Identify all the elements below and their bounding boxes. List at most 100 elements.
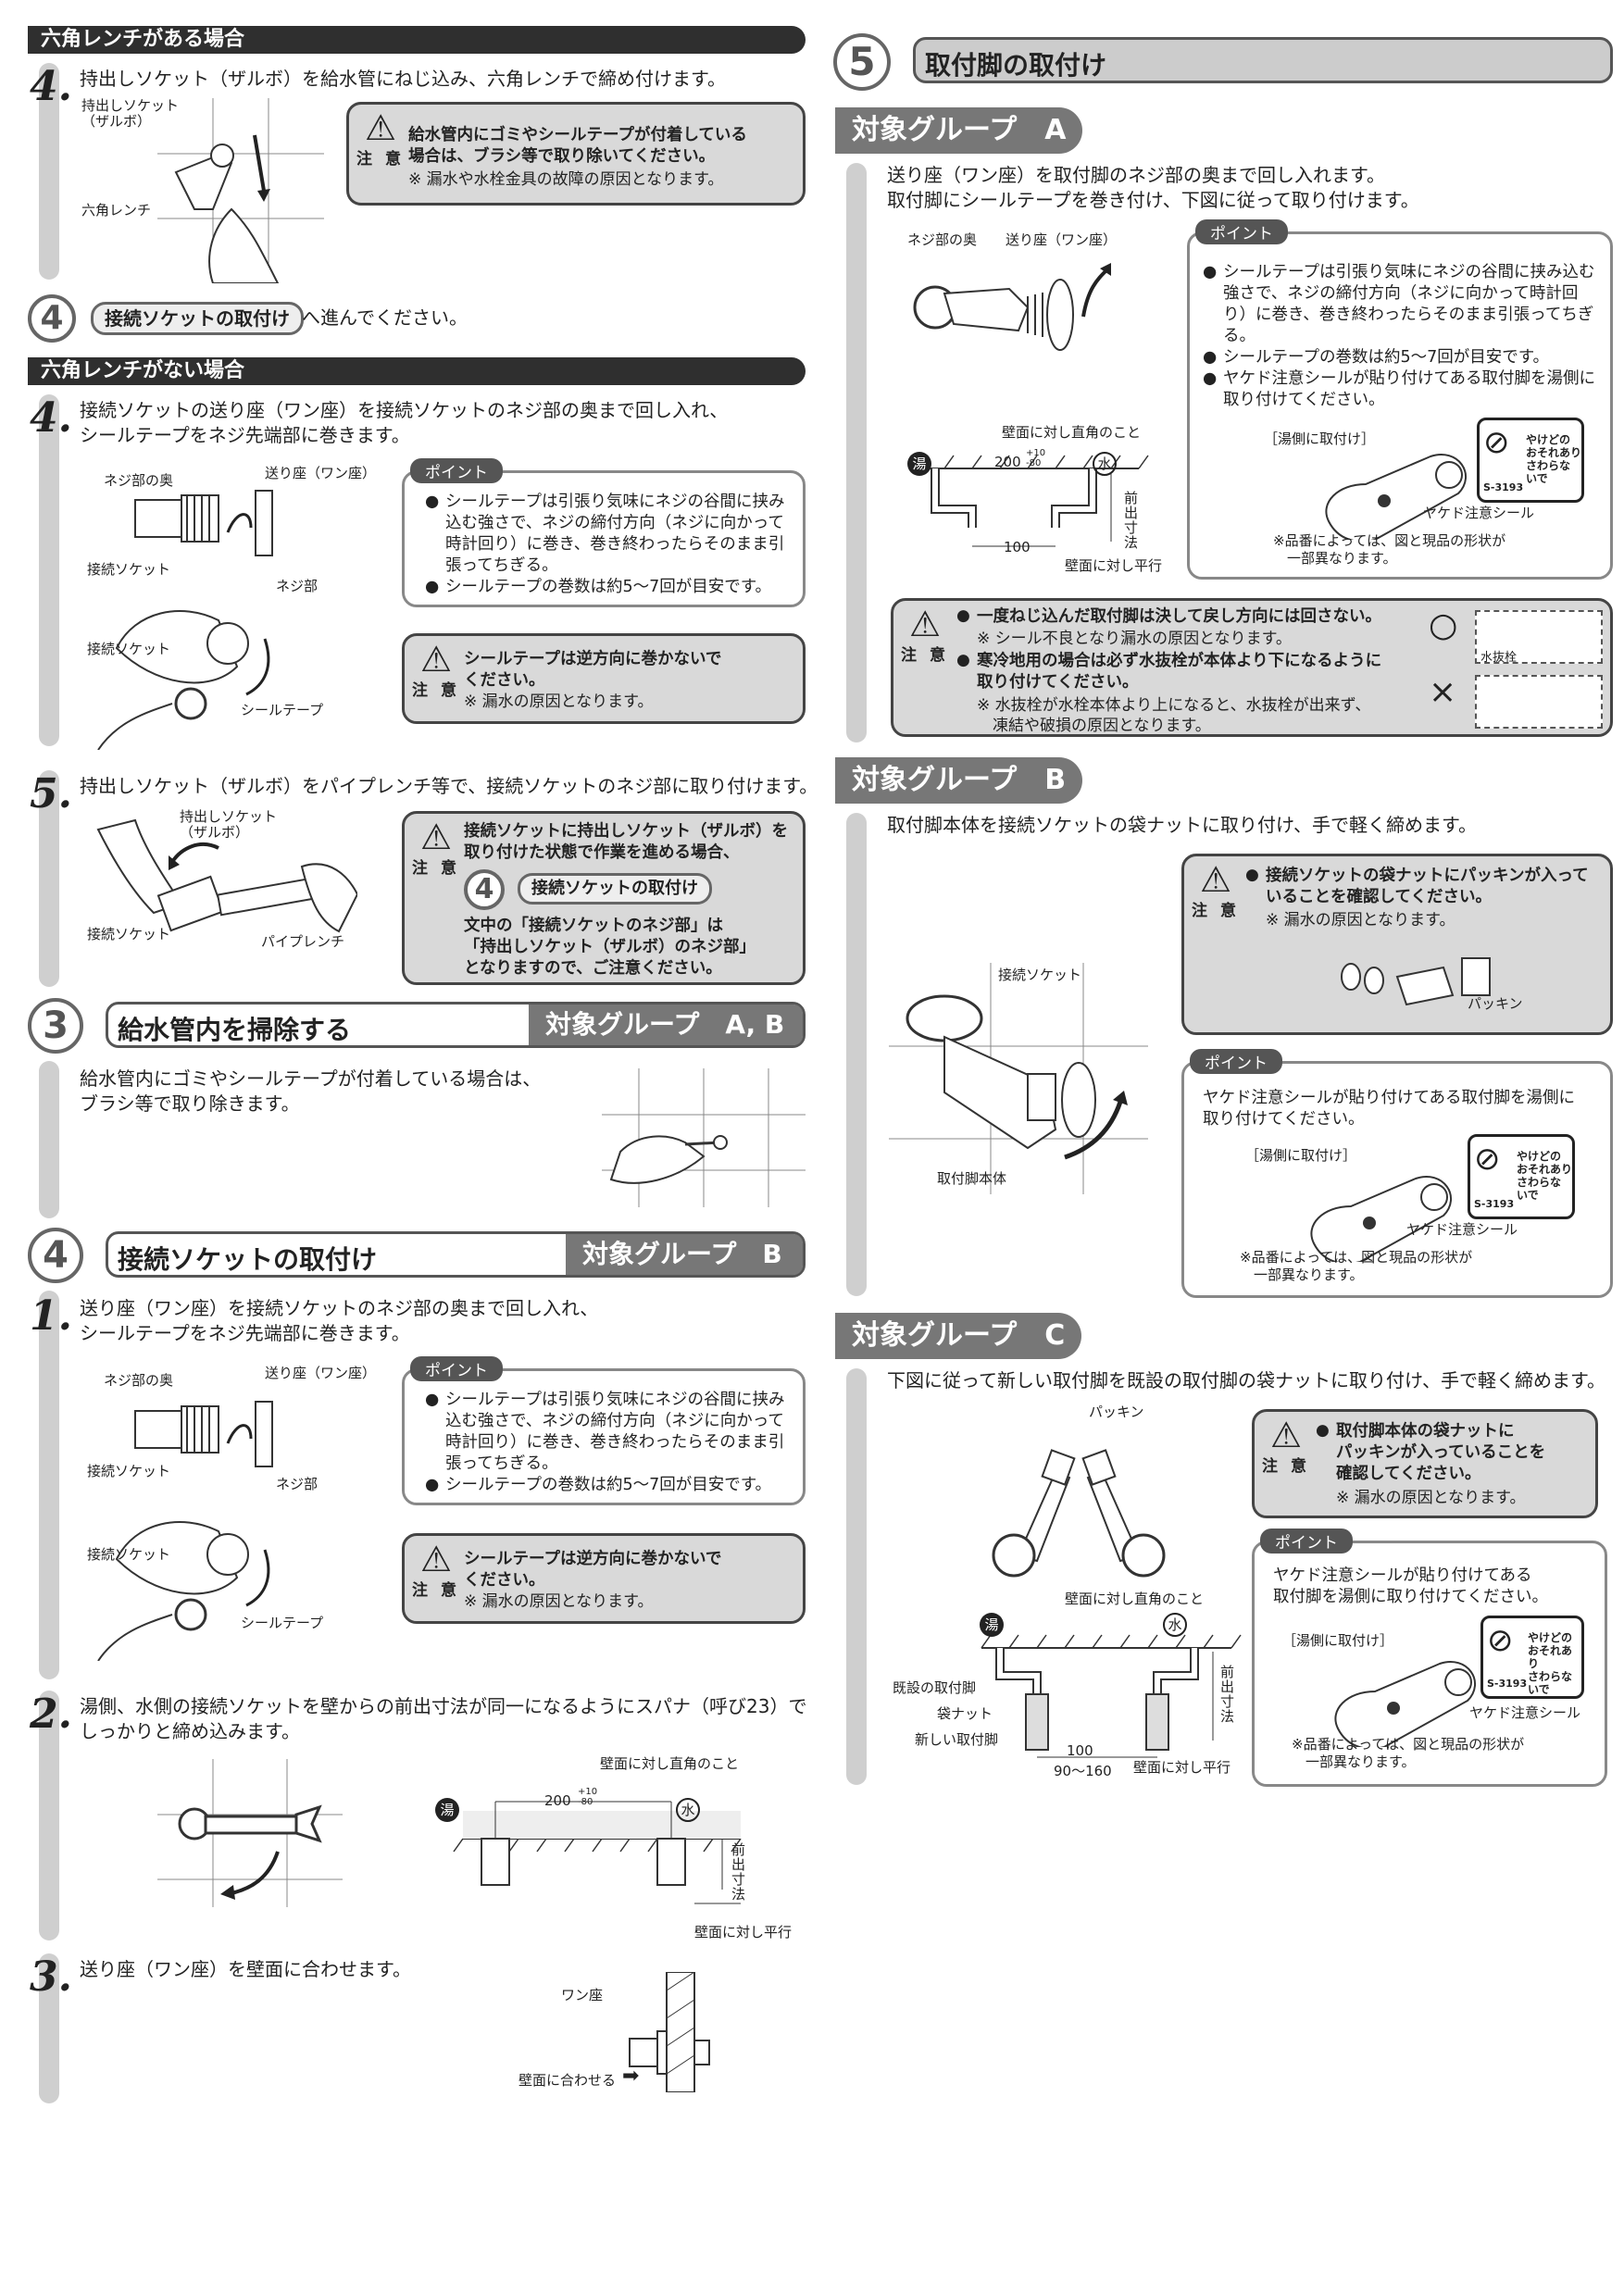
ok-figure	[1475, 610, 1603, 664]
target-group-c: 対象グループ C	[835, 1313, 1082, 1359]
caution-icon: ⚠注 意	[412, 1539, 460, 1600]
point-box: ポイント ヤケド注意シールが貼り付けてある取付脚を湯側に 取り付けてください。 …	[1181, 1049, 1613, 1298]
sticker-code: S-3193	[1487, 1678, 1528, 1690]
step-text: 持出しソケット（ザルボ）をパイプレンチ等で、接続ソケットのネジ部に取り付けます。	[80, 775, 818, 797]
point-box: ポイント ヤケド注意シールが貼り付けてある 取付脚を湯側に取り付けてください。 …	[1252, 1529, 1607, 1787]
step-number: 4.	[30, 63, 72, 110]
caution-note: ※ シール不良となり漏水の原因となります。	[977, 630, 1292, 648]
ng-mark: ×	[1429, 673, 1457, 711]
side-rail	[39, 1953, 59, 2103]
caution-note: ※ 水抜栓が水栓本体より上になると、水抜栓が出来ず、 凍結や破損の原因となります…	[977, 696, 1371, 735]
step-text: 湯側、水側の接続ソケットを壁からの前出寸法が同一になるようにスパナ（呼び23）で…	[80, 1695, 807, 1742]
label-hex-wrench: 六角レンチ	[81, 202, 152, 218]
label-hot: 湯	[907, 452, 931, 476]
caution-note: ※ 漏水の原因となります。	[1266, 911, 1455, 930]
label-wanza: ワン座	[561, 1987, 604, 2003]
burn-warning-sticker: ⊘ やけどの おそれあり さわらないで S-3193	[1468, 1134, 1575, 1219]
pipe-wrench-illustration	[96, 818, 357, 933]
point-box: ポイント シールテープは引張り気味にネジの谷間に挟み込む強さで、ネジの締付方向（…	[402, 458, 806, 607]
point-item: シールテープの巻数は約5～7回が目安です。	[1203, 347, 1601, 368]
group-b-leg-illustration	[889, 963, 1148, 1194]
section-title-bar: 接続ソケットの取付け 対象グループ B	[106, 1231, 806, 1278]
label-tolerance: +10 -80	[1026, 448, 1046, 468]
side-rail	[846, 163, 867, 742]
label-packing: パッキン	[1089, 1404, 1144, 1420]
burn-warning-leg-illustration	[1310, 1176, 1453, 1262]
label-drain-plug: 水抜栓	[1480, 651, 1518, 665]
bullet: ●	[956, 606, 970, 625]
socket-install-ref[interactable]: 接続ソケットの取付け	[518, 873, 712, 905]
caution-box: ⚠注 意 ● 接続ソケットの袋ナットにパッキンが入って いることを確認してくださ…	[1181, 854, 1613, 1035]
label-cold: 水	[1163, 1613, 1187, 1637]
no-touch-icon: ⊘	[1487, 1622, 1514, 1659]
sticker-text: やけどの おそれあり さわらないで	[1528, 1631, 1573, 1696]
label-hot-side: ［湯側に取付け］	[1245, 1147, 1357, 1164]
point-tag: ポイント	[1190, 1049, 1282, 1074]
section-bar-no-hex-wrench: 六角レンチがない場合	[28, 357, 806, 385]
burn-warning-sticker: ⊘ やけどの おそれあり さわらないで S-3193	[1480, 1616, 1584, 1699]
caution-icon: ⚠注 意	[1192, 859, 1240, 920]
side-rail	[39, 770, 59, 987]
sticker-code: S-3193	[1483, 481, 1524, 493]
goto-socket-install-link[interactable]: 接続ソケットの取付け	[91, 302, 304, 335]
label-neji-oku: ネジ部の奥	[104, 472, 174, 489]
caution-note: ※ 漏水の原因となります。	[464, 693, 654, 711]
step-circle-4: 4	[464, 869, 505, 910]
step-number: 5.	[30, 770, 72, 817]
hex-wrench-illustration	[157, 98, 324, 283]
caution-text: シールテープは逆方向に巻かないで ください。	[464, 1550, 722, 1590]
target-group: 対象グループ B	[566, 1234, 803, 1275]
section-title: 取付脚の取付け	[925, 50, 1107, 81]
label-okuriza: 送り座（ワン座）	[265, 1365, 377, 1381]
group-a-dimension-diagram	[916, 455, 1149, 547]
point-tag: ポイント	[410, 1356, 503, 1381]
section-number-3: 3	[28, 998, 83, 1054]
spanner-illustration	[157, 1759, 343, 1907]
label-cold: 水	[1093, 452, 1117, 476]
label-right-angle: 壁面に対し直角のこと	[1065, 1591, 1205, 1607]
label-neji-oku: ネジ部の奥	[907, 231, 978, 248]
step-text: 持出しソケット（ザルボ）を給水管にねじ込み、六角レンチで締め付けます。	[80, 68, 726, 90]
side-rail	[39, 63, 59, 280]
point-tag: ポイント	[410, 458, 503, 483]
label-connection-socket: 接続ソケット	[87, 641, 171, 657]
label-connection-socket: 接続ソケット	[87, 1463, 171, 1479]
label-connection-socket: 接続ソケット	[87, 1546, 171, 1563]
caution-text: 文中の「接続ソケットのネジ部」は 「持出しソケット（ザルボ）のネジ部」 となりま…	[464, 917, 756, 978]
step-text: 接続ソケットの送り座（ワン座）を接続ソケットのネジ部の奥まで回し入れ、 シールテ…	[80, 399, 729, 446]
group-a-text: 送り座（ワン座）を取付脚のネジ部の奥まで回し入れます。 取付脚にシールテープを巻…	[887, 164, 1419, 211]
label-nejibu: ネジ部	[276, 1476, 319, 1492]
bullet: ●	[1316, 1421, 1330, 1440]
label-hot: 湯	[980, 1613, 1004, 1637]
point-item: シールテープの巻数は約5～7回が目安です。	[425, 1475, 795, 1496]
section-number-4: 4	[28, 1228, 83, 1283]
ok-mark: ○	[1429, 606, 1458, 644]
point-box: ポイント シールテープは引張り気味にネジの谷間に挟み込む強さで、ネジの締付方向（…	[1187, 219, 1613, 580]
label-seal-tape: シールテープ	[241, 1615, 324, 1631]
step-number: 4.	[30, 394, 72, 442]
step-text: 送り座（ワン座）を壁面に合わせます。	[80, 1958, 411, 1980]
label-hot: 湯	[435, 1798, 459, 1822]
caution-box: ⚠注 意 シールテープは逆方向に巻かないで ください。 ※ 漏水の原因となります…	[402, 1533, 806, 1624]
side-rail	[39, 1061, 59, 1218]
label-connection-socket: 接続ソケット	[998, 967, 1082, 983]
section-title-bar: 取付脚の取付け	[913, 37, 1613, 83]
section-title-bar: 給水管内を掃除する 対象グループ A, B	[106, 1002, 806, 1048]
label-hot-side: ［湯側に取付け］	[1282, 1632, 1394, 1649]
label-burn-seal: ヤケド注意シール	[1469, 1704, 1581, 1721]
label-okuriza: 送り座（ワン座）	[1006, 231, 1118, 248]
caution-box: ⚠注 意 シールテープは逆方向に巻かないで ください。 ※ 漏水の原因となります…	[402, 633, 806, 724]
caution-text: 接続ソケットの袋ナットにパッキンが入って いることを確認してください。	[1266, 867, 1589, 906]
caution-text: 一度ねじ込んだ取付脚は決して戻し方向には回さない。	[977, 607, 1381, 626]
caution-text: 寒冷地用の場合は必ず水抜栓が本体より下になるように 取り付けてください。	[977, 652, 1382, 692]
label-d100: 100	[1004, 539, 1031, 555]
step-text: 給水管内にゴミやシールテープが付着している場合は、 ブラシ等で取り除きます。	[80, 1067, 542, 1115]
step-number: 2.	[30, 1691, 72, 1738]
bullet: ●	[956, 651, 970, 669]
caution-text: 取付脚本体の袋ナットに パッキンが入っていることを 確認してください。	[1336, 1422, 1546, 1483]
label-okuriza: 送り座（ワン座）	[265, 465, 377, 481]
side-rail	[39, 1291, 59, 1679]
label-parallel: 壁面に対し平行	[694, 1924, 793, 1940]
bullet: ●	[1245, 866, 1259, 884]
label-range: 90～160	[1054, 1763, 1112, 1779]
